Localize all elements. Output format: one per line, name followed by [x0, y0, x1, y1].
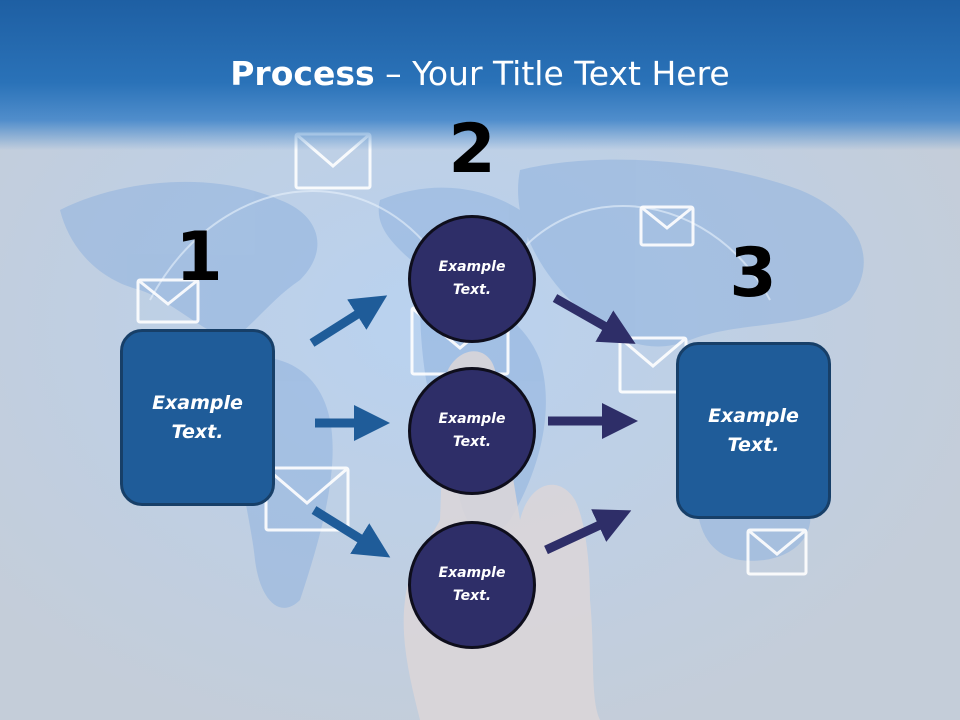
- circle-bottom: Example Text.: [408, 521, 536, 649]
- header-band: [0, 0, 960, 150]
- arrow-right-down: [552, 294, 636, 344]
- circle-top-label: Example Text.: [438, 259, 506, 298]
- left-box: Example Text.: [120, 329, 275, 506]
- title-bold: Process: [230, 54, 375, 93]
- left-box-label: Example Text.: [152, 391, 243, 443]
- circle-middle-label: Example Text.: [438, 411, 506, 450]
- step-number-1: 1: [175, 218, 223, 297]
- right-box: Example Text.: [676, 342, 831, 519]
- circle-top: Example Text.: [408, 215, 536, 343]
- circle-middle: Example Text.: [408, 367, 536, 495]
- circle-bottom-label: Example Text.: [438, 565, 506, 604]
- slide-title: Process – Your Title Text Here: [0, 52, 960, 96]
- step-number-3: 3: [729, 234, 777, 313]
- title-rest: – Your Title Text Here: [374, 54, 730, 93]
- arrow-left-down: [311, 506, 391, 558]
- step-number-2: 2: [448, 110, 496, 189]
- arrow-right-up: [544, 509, 632, 555]
- arrow-left-up: [309, 295, 388, 347]
- right-box-label: Example Text.: [708, 404, 799, 456]
